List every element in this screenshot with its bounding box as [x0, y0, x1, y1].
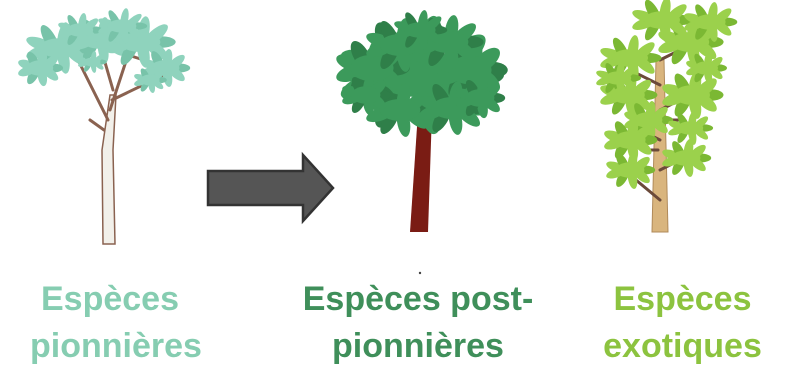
post-pioneer-trunk	[410, 112, 432, 232]
stray-dot	[418, 271, 422, 275]
leaf-cluster	[644, 11, 680, 29]
leaf-cluster	[465, 89, 495, 107]
leaf-cluster	[140, 74, 160, 86]
leaf-cluster	[150, 60, 180, 76]
leaf-cluster	[107, 19, 137, 33]
leaf-cluster	[26, 60, 54, 76]
post-pioneer-foliage	[336, 10, 508, 137]
post-pioneer-label: Espèces post- pionnières	[288, 276, 548, 370]
leaf-cluster	[633, 112, 663, 128]
post-pioneer-label-line2: pionnières	[332, 327, 504, 365]
leaf-cluster	[694, 61, 718, 75]
leaf-cluster	[119, 32, 161, 52]
leaf-cluster	[614, 131, 646, 149]
exotic-label: Espèces exotiques	[585, 276, 780, 370]
leaf-cluster	[604, 71, 632, 85]
leaf-cluster	[611, 86, 645, 104]
leaf-cluster	[694, 14, 726, 30]
leaf-cluster	[676, 121, 704, 135]
leaf-cluster	[351, 86, 381, 104]
exotic-label-line2: exotiques	[603, 327, 762, 365]
leaf-cluster	[671, 150, 701, 166]
leaf-cluster	[379, 99, 421, 121]
pioneer-label-line2: pionnières	[30, 327, 202, 365]
pioneer-tree-icon	[18, 8, 191, 245]
post-pioneer-tree-icon	[336, 10, 508, 232]
leaf-cluster	[404, 22, 436, 38]
pioneer-trunk	[101, 94, 117, 245]
leaf-cluster	[674, 85, 710, 105]
leaf-cluster	[448, 55, 492, 85]
leaf-cluster	[66, 23, 94, 37]
leaf-cluster	[615, 162, 645, 178]
leaf-cluster	[612, 49, 648, 67]
pioneer-label-line1: Espèces	[41, 280, 179, 318]
exotic-label-line1: Espèces	[613, 280, 752, 318]
leaf-cluster	[83, 57, 101, 67]
right-arrow-icon	[206, 151, 335, 225]
pioneer-foliage	[18, 8, 191, 94]
arrow-shape	[206, 151, 335, 225]
exotic-tree-icon	[596, 0, 738, 233]
exotic-foliage	[596, 0, 738, 189]
post-pioneer-label-line1: Espèces post-	[302, 280, 534, 318]
pioneer-label: Espèces pionnières	[30, 276, 202, 370]
